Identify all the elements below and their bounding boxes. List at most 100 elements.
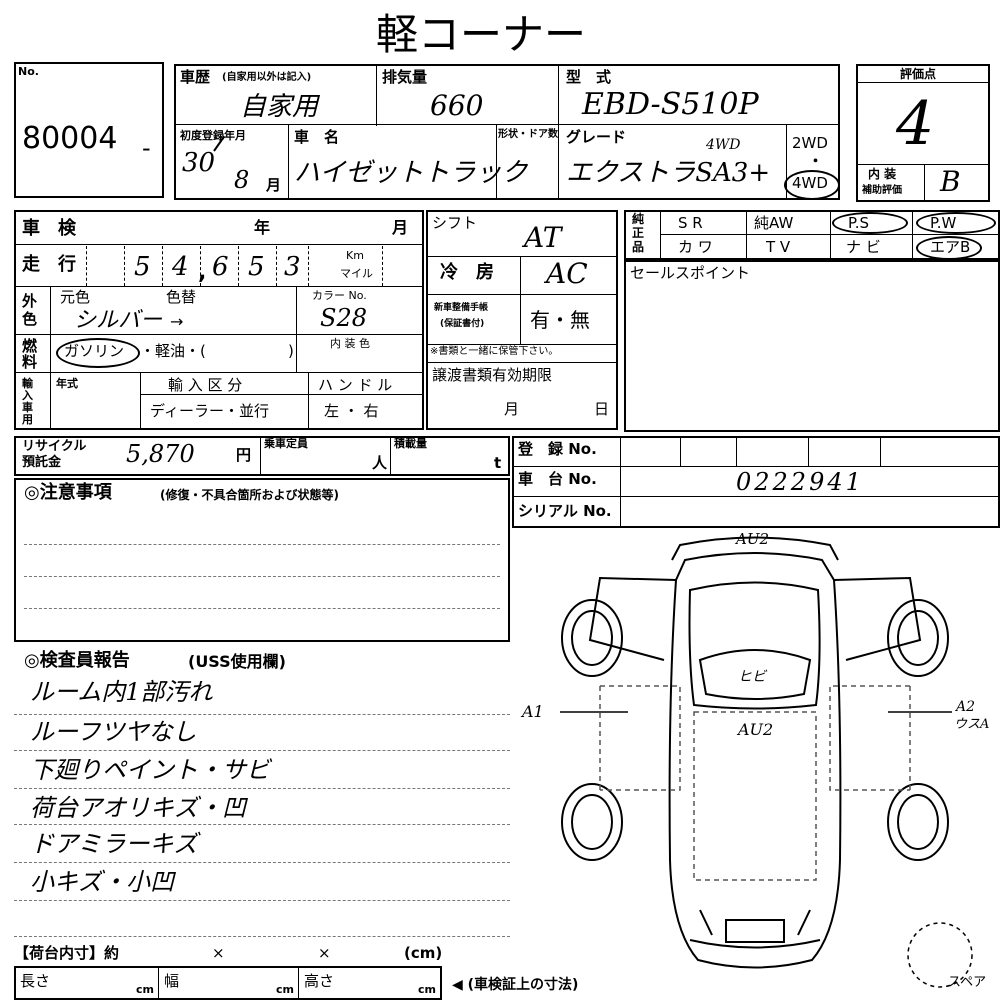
first-reg-month-unit: 月 bbox=[266, 176, 282, 194]
drive-2wd: 2WD bbox=[792, 134, 828, 152]
sales-point-label: セールスポイント bbox=[630, 264, 751, 282]
inspector-line: ドアミラーキズ bbox=[30, 830, 198, 858]
equip-navi: ナ ビ bbox=[846, 238, 881, 256]
page-title: 軽コーナー bbox=[376, 10, 587, 59]
notes-subtitle: (修復・不具合箇所および状態等) bbox=[160, 488, 339, 502]
score-label: 評価点 bbox=[900, 67, 937, 81]
first-reg-month: 8 bbox=[234, 166, 250, 194]
capacity-label: 乗車定員 bbox=[264, 437, 308, 450]
shift-aircon-box bbox=[426, 210, 618, 430]
history-label: 車歴 bbox=[180, 68, 211, 86]
equipment-side-label: 純正品 bbox=[632, 212, 645, 254]
equipment-box bbox=[624, 210, 1000, 260]
manual-label-1: 新車整備手帳 bbox=[434, 303, 489, 313]
recycle-row-box bbox=[14, 436, 510, 476]
capacity-unit: 人 bbox=[372, 454, 388, 472]
cargo-height-label: 高さ bbox=[304, 972, 335, 990]
recycle-label-2: 預託金 bbox=[22, 455, 62, 470]
recycle-unit: 円 bbox=[236, 446, 252, 464]
inspector-line: ルーム内1部汚れ bbox=[30, 678, 213, 706]
mileage-digit: 5 bbox=[134, 252, 151, 282]
import-year-label: 年式 bbox=[56, 377, 78, 390]
transfer-label: 譲渡書類有効期限 bbox=[432, 366, 553, 384]
inspector-title: ◎検査員報告 bbox=[24, 650, 130, 671]
fuel-close: ) bbox=[288, 342, 294, 360]
spare-tire-icon bbox=[907, 922, 973, 988]
cargo-note: ◀ (車検証上の寸法) bbox=[452, 977, 579, 993]
handle-label: ハ ン ド ル bbox=[318, 376, 393, 394]
equip-airbag-circle bbox=[916, 236, 982, 260]
car-name-value: ハイゼットトラック bbox=[294, 158, 528, 188]
diagram-label-roof: AU2 bbox=[738, 720, 774, 739]
mileage-digit: 3 bbox=[284, 252, 301, 282]
color-change-label: 色替 bbox=[166, 288, 197, 306]
diagram-label-left: A1 bbox=[522, 702, 544, 721]
fuel-gasoline-circle bbox=[56, 338, 140, 368]
cargo-height-unit: cm bbox=[418, 983, 436, 996]
cargo-length-label: 長さ bbox=[20, 972, 51, 990]
recycle-label-1: リサイクル bbox=[22, 439, 87, 454]
import-class-label: 輸 入 区 分 bbox=[168, 376, 243, 394]
cargo-width-unit: cm bbox=[276, 983, 294, 996]
transfer-day-unit: 日 bbox=[594, 400, 610, 418]
cargo-times-2: × bbox=[318, 944, 331, 962]
grade-label: グレード bbox=[566, 128, 627, 146]
manual-label-2: (保証書付) bbox=[440, 319, 485, 329]
inspector-line: 下廻りペイント・サビ bbox=[30, 756, 270, 784]
notes-title: ◎注意事項 bbox=[24, 482, 112, 503]
vehicle-info-box bbox=[174, 64, 840, 200]
interior-score-value: B bbox=[940, 165, 961, 198]
color-arrow: → bbox=[170, 312, 184, 331]
mileage-separator: , bbox=[198, 260, 207, 285]
score-box bbox=[856, 64, 990, 202]
color-orig-label: 元色 bbox=[60, 288, 91, 306]
transfer-month-unit: 月 bbox=[504, 400, 520, 418]
mileage-digit: 6 bbox=[212, 252, 229, 282]
inspection-label: 車 検 bbox=[22, 218, 76, 239]
model-label: 型 式 bbox=[566, 68, 612, 86]
aircon-label: 冷 房 bbox=[440, 262, 494, 283]
history-note: (自家用以外は記入) bbox=[222, 72, 312, 83]
diagram-label-glass: ヒビ bbox=[738, 669, 766, 685]
handle-value: 左 ・ 右 bbox=[324, 402, 379, 420]
equip-alloy-wheel: 純AW bbox=[754, 214, 794, 232]
diagram-label-top: AU2 bbox=[736, 530, 770, 548]
inspection-month-unit: 月 bbox=[392, 218, 409, 237]
drive-dot: ・ bbox=[808, 152, 824, 170]
diagram-label-right-1: A2 bbox=[956, 699, 976, 715]
equip-power-steering-circle bbox=[832, 212, 908, 234]
cargo-size-box bbox=[14, 966, 442, 1000]
drive-4wd-circle bbox=[784, 170, 840, 200]
recycle-value: 5,870 bbox=[126, 440, 195, 468]
mileage-unit-km: Km bbox=[346, 249, 364, 262]
lot-number-box bbox=[14, 62, 164, 198]
diagram-label-right-2: ウスA bbox=[954, 717, 990, 732]
shift-label: シフト bbox=[432, 214, 478, 232]
inspector-subtitle: (USS使用欄) bbox=[188, 652, 286, 671]
shift-value: AT bbox=[524, 221, 562, 254]
chassis-no-label: 車 台 No. bbox=[518, 470, 597, 488]
inspector-line: 小キズ・小凹 bbox=[30, 868, 174, 896]
equip-sr: S R bbox=[678, 214, 703, 232]
mileage-label: 走 行 bbox=[22, 254, 76, 275]
manual-note: ※書類と一緒に保管下さい。 bbox=[430, 346, 559, 357]
sales-point-box bbox=[624, 260, 1000, 432]
import-label: 輸入車用 bbox=[22, 377, 33, 426]
inspector-line: 荷台アオリキズ・凹 bbox=[30, 794, 246, 822]
grade-note: 4WD bbox=[706, 137, 741, 153]
manual-value: 有・無 bbox=[530, 308, 590, 332]
grade-value: エクストラSA3+ bbox=[566, 158, 771, 188]
history-value: 自家用 bbox=[240, 92, 319, 122]
notes-box bbox=[14, 478, 510, 642]
spare-label: スペア bbox=[948, 975, 987, 990]
cargo-length-unit: cm bbox=[136, 983, 154, 996]
color-code-value: S28 bbox=[320, 304, 367, 332]
first-reg-label: 初度登録年月 bbox=[180, 129, 246, 142]
interior-score-label-1: 内 装 bbox=[868, 167, 897, 181]
mileage-digit: 5 bbox=[248, 252, 265, 282]
score-value: 4 bbox=[896, 89, 935, 159]
inspector-line: ルーフツヤなし bbox=[30, 718, 197, 746]
displacement-value: 660 bbox=[430, 89, 484, 122]
first-reg-year: 30 bbox=[182, 148, 216, 178]
equip-tv: T V bbox=[766, 238, 791, 256]
